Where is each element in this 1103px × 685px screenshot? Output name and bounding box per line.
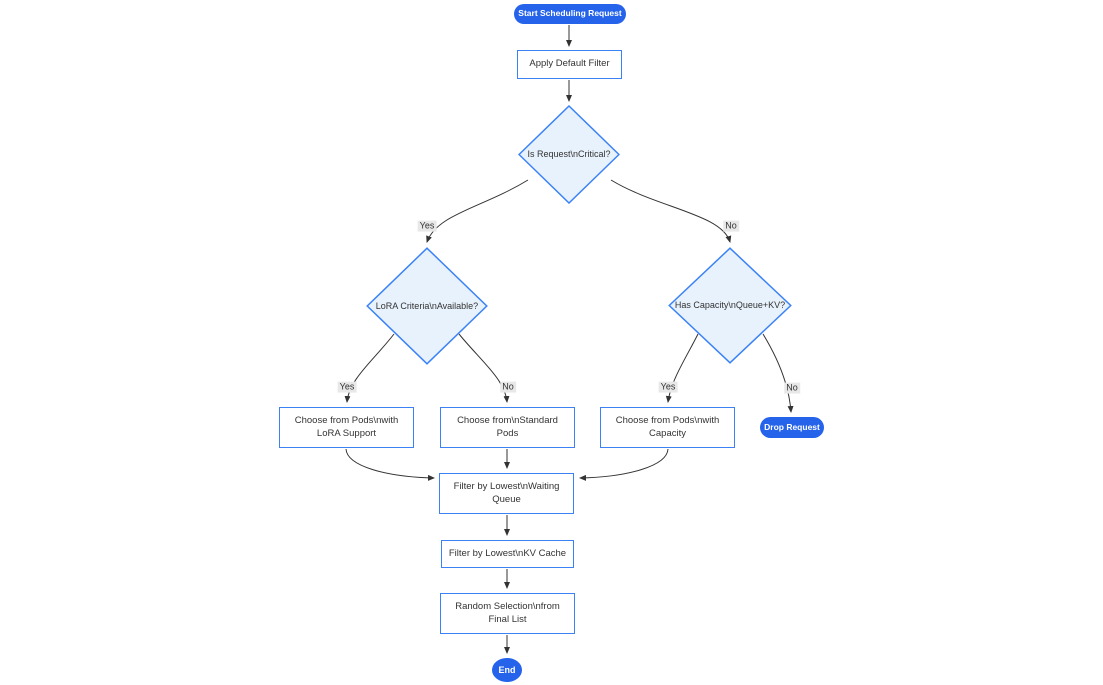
- node-apply-default-filter: Apply Default Filter: [517, 50, 622, 79]
- node-filter-lowest-waiting-queue-label: Filter by Lowest\nWaiting Queue: [453, 480, 560, 505]
- node-has-capacity-queue-kv: Has Capacity\nQueue+KV?: [668, 247, 792, 364]
- node-end-label: End: [498, 664, 516, 675]
- node-start: Start Scheduling Request: [514, 4, 626, 24]
- edge-label-critical-no: No: [723, 220, 739, 232]
- edge-capacity-yes: [665, 333, 699, 403]
- node-has-capacity-queue-kv-label: Has Capacity\nQueue+KV?: [674, 300, 786, 311]
- node-drop-request: Drop Request: [760, 417, 824, 438]
- node-filter-lowest-waiting-queue: Filter by Lowest\nWaiting Queue: [439, 473, 574, 514]
- edge-lora-no: [458, 333, 510, 403]
- node-lora-criteria-available: LoRA Criteria\nAvailable?: [366, 247, 488, 365]
- node-end: End: [492, 658, 522, 682]
- edge-is-critical-no: [610, 179, 732, 243]
- node-choose-standard-pods-label: Choose from\nStandard Pods: [457, 414, 558, 439]
- node-random-selection-final-list-label: Random Selection\nfrom Final List: [455, 600, 560, 625]
- edge-choose-lora-to-filter-waiting: [345, 448, 435, 481]
- edge-lora-yes: [344, 333, 395, 403]
- node-choose-pods-capacity-label: Choose from Pods\nwith Capacity: [615, 414, 720, 439]
- edge-label-lora-yes: Yes: [337, 381, 357, 393]
- node-start-label: Start Scheduling Request: [518, 8, 622, 19]
- node-filter-lowest-kv-cache-label: Filter by Lowest\nKV Cache: [448, 547, 567, 559]
- node-choose-pods-capacity: Choose from Pods\nwith Capacity: [600, 407, 735, 448]
- edge-label-capacity-yes: Yes: [658, 381, 678, 393]
- edge-label-lora-no: No: [500, 381, 516, 393]
- edge-capacity-no: [762, 333, 794, 413]
- node-choose-pods-lora-support-label: Choose from Pods\nwith LoRA Support: [294, 414, 399, 439]
- node-random-selection-final-list: Random Selection\nfrom Final List: [440, 593, 575, 634]
- node-is-request-critical-label: Is Request\nCritical?: [527, 149, 611, 160]
- diamond-shape-icon: [366, 247, 488, 365]
- edge-is-critical-yes: [426, 179, 529, 243]
- node-drop-request-label: Drop Request: [764, 421, 820, 432]
- diamond-shape-icon: [668, 247, 792, 364]
- node-choose-standard-pods: Choose from\nStandard Pods: [440, 407, 575, 448]
- node-choose-pods-lora-support: Choose from Pods\nwith LoRA Support: [279, 407, 414, 448]
- edge-choose-capacity-to-filter-waiting: [579, 448, 669, 481]
- diamond-shape-icon: [518, 105, 620, 204]
- node-lora-criteria-available-label: LoRA Criteria\nAvailable?: [375, 300, 479, 311]
- node-apply-default-filter-label: Apply Default Filter: [529, 58, 610, 70]
- node-filter-lowest-kv-cache: Filter by Lowest\nKV Cache: [441, 540, 574, 568]
- edge-label-capacity-no: No: [784, 382, 800, 394]
- edge-label-critical-yes: Yes: [417, 220, 437, 232]
- node-is-request-critical: Is Request\nCritical?: [518, 105, 620, 204]
